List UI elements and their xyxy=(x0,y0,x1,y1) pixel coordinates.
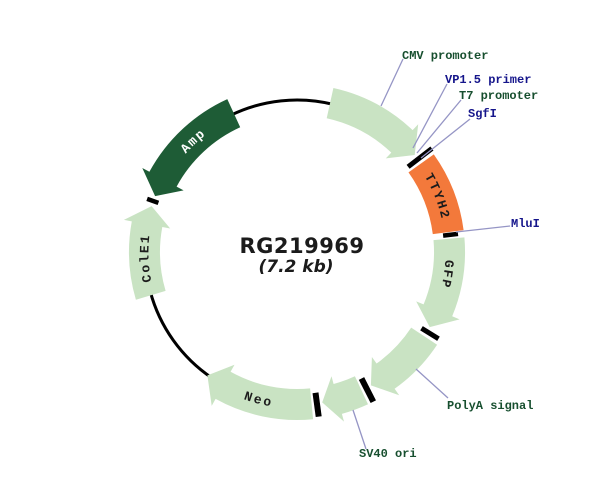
leader-t7-promoter xyxy=(416,99,462,154)
tick-polya-end-site xyxy=(358,377,376,404)
feature-text-cole1: ColE1 xyxy=(137,233,155,284)
leader-polya-signal xyxy=(415,368,449,399)
label-mlui: MluI xyxy=(511,217,540,231)
feature-text-gfp: GFP xyxy=(438,259,457,290)
feature-cole1 xyxy=(123,206,171,300)
tick-sgfi-site xyxy=(406,146,434,169)
tick-mlui-site xyxy=(442,231,459,238)
feature-sv40-ori xyxy=(322,376,368,422)
label-vp1-5-primer: VP1.5 primer xyxy=(445,73,532,87)
feature-text-neo: Neo xyxy=(242,388,274,410)
feature-neo xyxy=(207,364,314,420)
leader-sgfi xyxy=(420,118,471,159)
leader-vp1-5-primer xyxy=(412,83,448,149)
feature-ttyh2 xyxy=(408,154,464,235)
leader-cmv-promoter xyxy=(380,58,404,107)
label-t7-promoter: T7 promoter xyxy=(459,89,539,103)
feature-gfp xyxy=(416,237,466,328)
feature-cmv-promoter xyxy=(326,88,419,159)
tick-gfp-end-site xyxy=(420,326,440,341)
label-sgfi: SgfI xyxy=(468,107,497,121)
tick-amp-cole1-site xyxy=(146,196,160,206)
plasmid-name: RG219969 xyxy=(239,234,365,258)
feature-polya-signal xyxy=(370,327,438,396)
label-polya-signal: PolyA signal xyxy=(447,399,534,413)
label-cmv-promoter: CMV promoter xyxy=(402,49,489,63)
tick-sv40-end-site xyxy=(312,392,322,417)
plasmid-size: (7.2 kb) xyxy=(258,257,334,277)
plasmid-backbone-arc-0 xyxy=(148,290,213,380)
leader-sv40-ori xyxy=(352,409,367,450)
label-sv40-ori: SV40 ori xyxy=(359,447,417,461)
plasmid-backbone-arc-1 xyxy=(229,98,335,117)
leader-mlui xyxy=(455,225,511,233)
feature-amp xyxy=(142,99,241,197)
